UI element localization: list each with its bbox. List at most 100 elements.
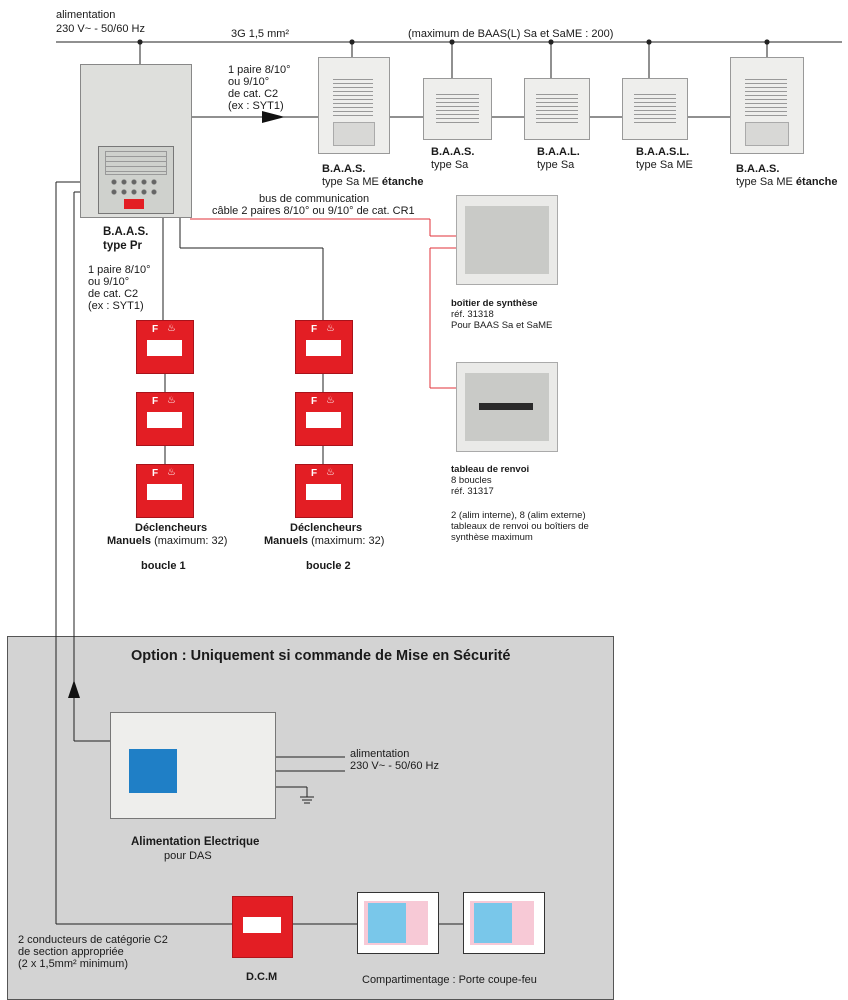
fire-door-1: [357, 892, 439, 954]
renvoi-loops: 8 boucles: [451, 475, 492, 486]
unit-5-type-text: type Sa ME: [736, 176, 793, 188]
vent-grille: [333, 76, 373, 118]
unit-1-extra: étanche: [381, 176, 424, 188]
panel-indicators: [105, 151, 167, 175]
call-point-label: F: [311, 324, 318, 335]
vent-grille: [634, 91, 676, 123]
fire-door-2: [463, 892, 545, 954]
baas-unit-1: [318, 57, 390, 154]
loop2-name: boucle 2: [306, 560, 351, 572]
synth-box-note: Pour BAAS Sa et SaME: [451, 320, 553, 331]
unit-1-name: B.A.A.S.: [322, 163, 366, 175]
unit-3-name: B.A.A.L.: [537, 146, 580, 158]
doors-label: Compartimentage : Porte coupe-feu: [362, 974, 537, 986]
call-point-window: [306, 340, 341, 356]
unit-2-type: type Sa: [431, 159, 469, 171]
loop2-title: Déclencheurs: [290, 522, 363, 534]
conductors-l3: (2 x 1,5mm² minimum): [18, 958, 129, 970]
pair-cable2-l1: 1 paire 8/10°: [88, 264, 151, 276]
signal-arrow-icon: [262, 111, 285, 123]
power-in-label-2: 230 V~ - 50/60 Hz: [56, 23, 145, 35]
pair-cable-l3: de cat. C2: [228, 88, 279, 100]
psu-power-2: 230 V~ - 50/60 Hz: [350, 760, 439, 772]
renvoi-display: [479, 403, 533, 410]
unit-3-type: type Sa: [537, 159, 575, 171]
renvoi-title: tableau de renvoi: [451, 464, 530, 475]
flame-icon: ♨: [167, 467, 176, 478]
baas-unit-2: [423, 78, 492, 140]
call-point-label: F: [152, 324, 159, 335]
renvoi-note-2: tableaux de renvoi ou boîtiers de: [451, 521, 589, 532]
renvoi-ref: réf. 31317: [451, 486, 494, 497]
call-point-window: [306, 412, 341, 428]
psu-box: [110, 712, 276, 819]
pair-cable-l1: 1 paire 8/10°: [228, 64, 291, 76]
door-leaf: [368, 903, 406, 943]
flame-icon: ♨: [326, 323, 335, 334]
manual-call-point: F♨: [136, 464, 194, 518]
unit-4-type: type Sa ME: [636, 159, 693, 171]
manual-call-point: F♨: [295, 320, 353, 374]
psu-title: Alimentation Electrique: [131, 836, 260, 848]
call-point-window: [306, 484, 341, 500]
manual-call-point: F♨: [136, 392, 194, 446]
psu-sub: pour DAS: [164, 850, 212, 862]
max-note-label: (maximum de BAAS(L) Sa et SaME : 200): [408, 28, 614, 40]
loop1-sub: Manuels (maximum: 32): [107, 535, 227, 547]
loop1-sub-bold: Manuels: [107, 535, 152, 547]
unit-window: [333, 122, 375, 146]
psu-power-1: alimentation: [350, 748, 410, 760]
baas-pr-name: B.A.A.S.: [103, 226, 149, 238]
vent-grille: [745, 76, 787, 118]
loop2-sub-text: (maximum: 32): [311, 535, 385, 547]
baas-unit-5: [730, 57, 804, 154]
pair-cable-l4: (ex : SYT1): [228, 100, 284, 112]
synth-box-ref: réf. 31318: [451, 309, 494, 320]
loop1-title: Déclencheurs: [135, 522, 208, 534]
unit-5-type: type Sa ME étanche: [736, 176, 838, 188]
unit-5-extra: étanche: [795, 176, 838, 188]
renvoi-panel: [456, 362, 558, 452]
synthesis-box-face: [465, 206, 549, 274]
pair-cable2-l2: ou 9/10°: [88, 276, 130, 288]
call-point-label: F: [311, 396, 318, 407]
unit-4-name: B.A.A.S.L.: [636, 146, 690, 158]
renvoi-note-1: 2 (alim interne), 8 (alim externe): [451, 510, 586, 521]
bus-label-1: bus de communication: [259, 193, 370, 205]
conductors-l2: de section appropriée: [18, 946, 124, 958]
call-point-label: F: [152, 396, 159, 407]
loop2-sub: Manuels (maximum: 32): [264, 535, 384, 547]
baas-unit-4: [622, 78, 688, 140]
option-title: Option : Uniquement si commande de Mise …: [131, 648, 511, 664]
dcm-window: [243, 917, 281, 933]
power-in-label-1: alimentation: [56, 9, 116, 21]
call-point-window: [147, 412, 182, 428]
synth-box-title: boîtier de synthèse: [451, 298, 538, 309]
unit-5-name: B.A.A.S.: [736, 163, 780, 175]
unit-1-type: type Sa ME étanche: [322, 176, 424, 188]
vent-grille: [436, 91, 479, 123]
call-point-label: F: [311, 468, 318, 479]
bus-label-2: câble 2 paires 8/10° ou 9/10° de cat. CR…: [212, 205, 415, 217]
door-leaf: [474, 903, 512, 943]
manual-call-point: F♨: [295, 392, 353, 446]
cable-main-label: 3G 1,5 mm²: [231, 28, 290, 40]
manual-call-point: F♨: [136, 320, 194, 374]
conductors-l1: 2 conducteurs de catégorie C2: [18, 934, 168, 946]
call-point-label: F: [152, 468, 159, 479]
flame-icon: ♨: [167, 395, 176, 406]
panel-alarm-button: [124, 199, 144, 209]
unit-window: [745, 122, 789, 146]
panel-led-grid: [109, 177, 161, 197]
manual-call-point: F♨: [295, 464, 353, 518]
flame-icon: ♨: [326, 395, 335, 406]
loop1-sub-text: (maximum: 32): [154, 535, 228, 547]
call-point-window: [147, 340, 182, 356]
psu-screen: [129, 749, 177, 793]
vent-grille: [536, 91, 578, 123]
flame-icon: ♨: [167, 323, 176, 334]
flame-icon: ♨: [326, 467, 335, 478]
unit-1-type-text: type Sa ME: [322, 176, 379, 188]
pair-cable2-l4: (ex : SYT1): [88, 300, 144, 312]
